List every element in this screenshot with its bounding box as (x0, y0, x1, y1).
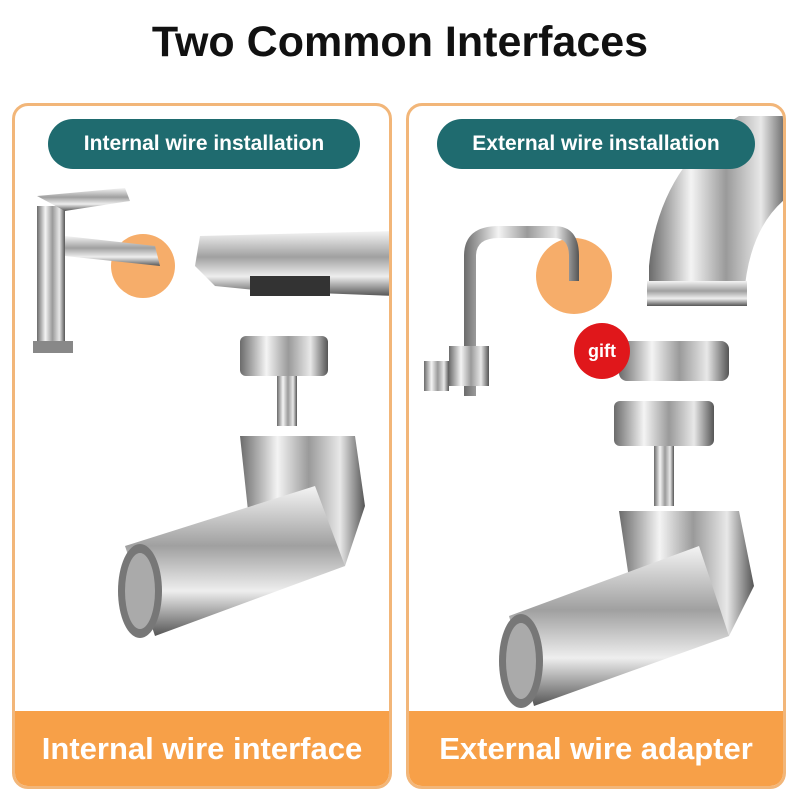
internal-wire-interface-label: Internal wire interface (15, 711, 389, 786)
external-installation-badge: External wire installation (437, 119, 755, 169)
external-wire-adapter-label: External wire adapter (409, 711, 783, 786)
external-wire-panel: External wire installation gift External… (406, 103, 786, 789)
internal-installation-badge: Internal wire installation (48, 119, 360, 169)
gift-badge: gift (577, 326, 627, 376)
internal-wire-panel: Internal wire installation Internal wire… (12, 103, 392, 789)
internal-faucet-illustration (33, 188, 389, 638)
page-title: Two Common Interfaces (151, 18, 649, 66)
external-faucet-illustration (424, 116, 783, 708)
